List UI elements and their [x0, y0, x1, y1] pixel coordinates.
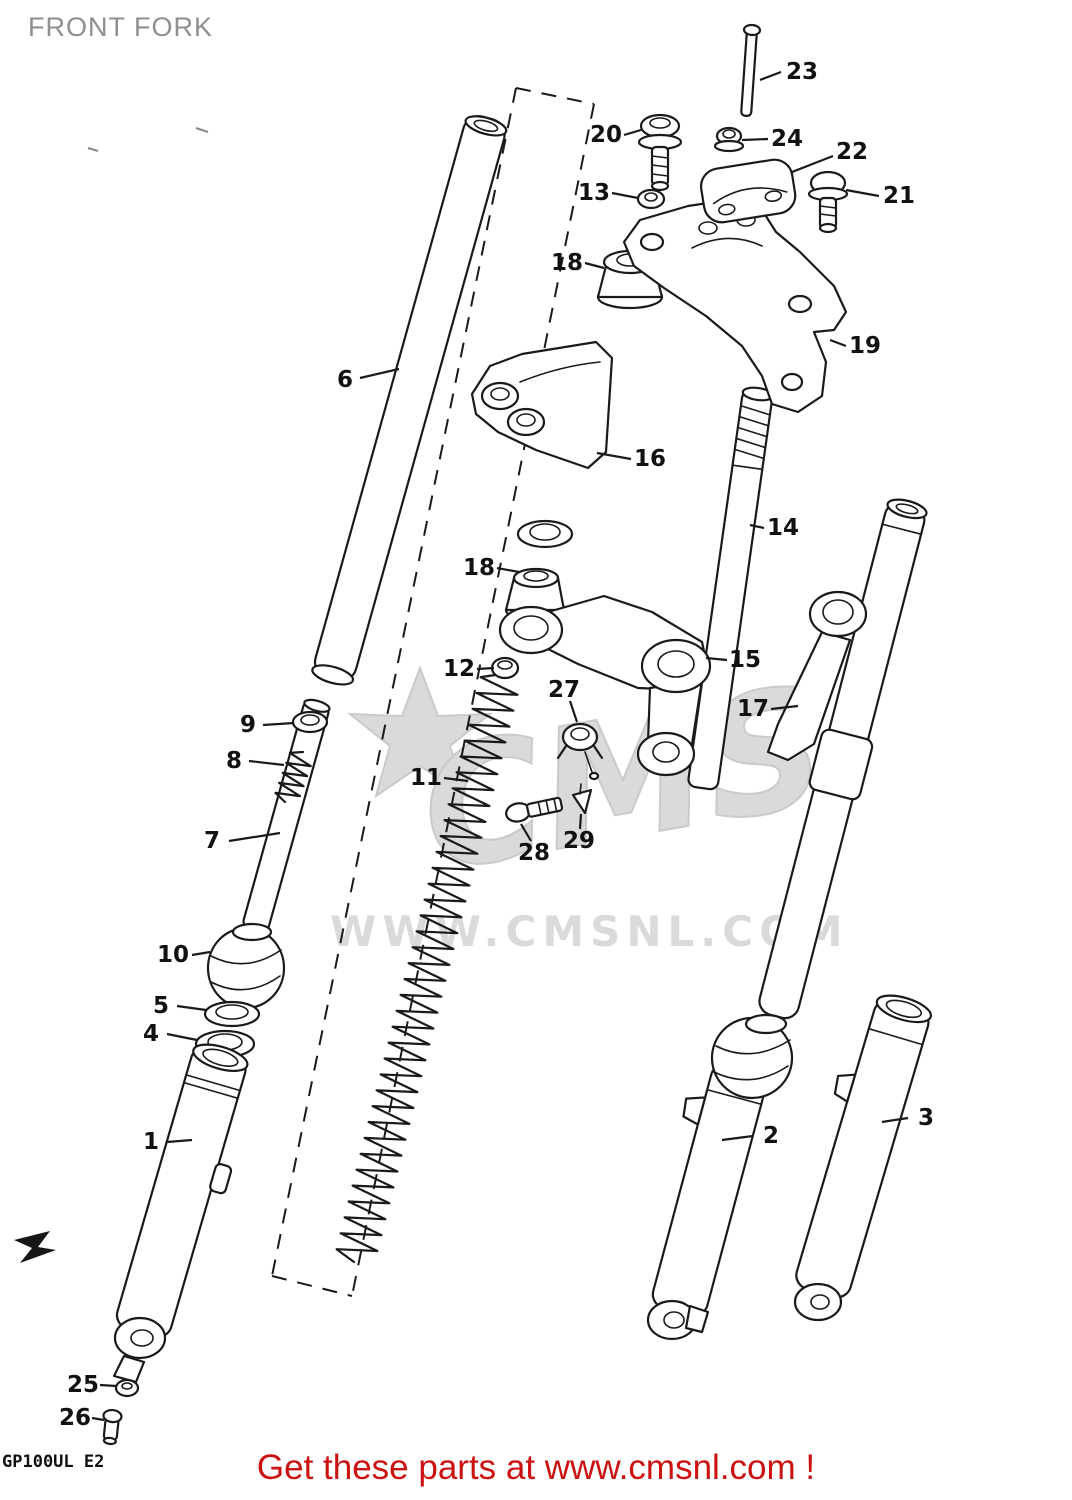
part-label-14-10: 14	[766, 515, 800, 541]
leader-line-22	[791, 154, 834, 174]
leader-line-10	[191, 950, 211, 957]
part-24-nut	[713, 126, 745, 153]
part-6-inner-tube	[311, 115, 508, 686]
page-title: FRONT FORK	[28, 12, 213, 42]
leader-line-7	[228, 831, 281, 843]
footer-link[interactable]: Get these parts at www.cmsnl.com !	[256, 1448, 816, 1487]
leader-line-8	[248, 759, 285, 767]
leader-line-12	[476, 666, 495, 671]
part-29-clip	[571, 783, 593, 815]
part-label-18-11: 18	[462, 555, 496, 581]
leader-line-20	[623, 128, 642, 137]
part-label-25-28: 25	[66, 1372, 100, 1398]
part-20-bolt	[637, 113, 683, 192]
part-label-5-23: 5	[152, 993, 170, 1019]
model-code: GP100UL E2	[2, 1452, 105, 1472]
part-label-16-9: 16	[633, 446, 667, 472]
part-13-washer	[636, 188, 666, 210]
part-16-headlamp-bracket-left	[470, 340, 614, 470]
leader-line-9	[262, 721, 295, 727]
part-label-8-17: 8	[225, 748, 243, 774]
leader-line-27	[568, 700, 579, 723]
leader-line-21	[845, 188, 880, 198]
part-23-bolt	[740, 23, 762, 117]
leader-line-1	[166, 1138, 193, 1144]
leader-line-6	[359, 367, 400, 380]
leader-line-28	[520, 823, 532, 842]
leader-line-16	[596, 451, 632, 461]
part-label-15-12: 15	[728, 647, 762, 673]
leader-line-24	[741, 137, 769, 142]
part-25-nut	[114, 1378, 140, 1398]
part-28-bolt	[505, 796, 564, 823]
part-5-stopper-ring	[203, 1000, 261, 1028]
part-label-29-21: 29	[562, 828, 596, 854]
part-label-19-7: 19	[848, 333, 882, 359]
leader-line-14	[749, 523, 765, 530]
part-label-28-20: 28	[517, 840, 551, 866]
part-19-upper-bracket	[622, 198, 848, 414]
leader-line-13	[611, 191, 639, 200]
part-label-23-0: 23	[785, 59, 819, 85]
part-18-bearing-lower	[504, 519, 574, 622]
part-9-ring	[291, 710, 329, 734]
part-label-10-22: 10	[156, 942, 190, 968]
leader-line-18	[496, 566, 520, 574]
leader-line-17	[770, 704, 799, 711]
part-14-steering-stem	[687, 386, 774, 791]
edge-glyph	[14, 1231, 56, 1263]
leader-line-25	[99, 1383, 117, 1388]
part-3-outer-tube	[793, 994, 932, 1322]
part-label-9-16: 9	[239, 712, 257, 738]
watermark-star	[347, 665, 493, 799]
part-label-22-3: 22	[835, 139, 869, 165]
leader-line-5	[176, 1004, 207, 1012]
part-label-13-4: 13	[577, 180, 611, 206]
leader-line-11	[443, 776, 469, 783]
leader-line-3	[881, 1116, 909, 1124]
part-label-1-25: 1	[142, 1129, 160, 1155]
part-label-27-14: 27	[547, 677, 581, 703]
part-15-lower-bracket	[498, 594, 712, 777]
part-10-dust-boot	[206, 922, 286, 1010]
assembly-outline	[271, 87, 595, 1297]
part-26-bolt	[102, 1408, 123, 1446]
part-21-bolt	[807, 170, 849, 234]
part-label-12-13: 12	[442, 656, 476, 682]
part-label-17-15: 17	[736, 696, 770, 722]
part-label-26-29: 26	[58, 1405, 92, 1431]
leader-line-18	[584, 261, 605, 270]
leader-line-2	[721, 1134, 754, 1142]
part-label-4-24: 4	[142, 1021, 160, 1047]
part-label-3-27: 3	[917, 1105, 935, 1131]
leader-line-26	[91, 1416, 105, 1422]
part-label-20-1: 20	[589, 122, 623, 148]
leader-line-29	[578, 813, 583, 830]
part-11-spring	[335, 672, 519, 1264]
leader-line-4	[166, 1032, 198, 1042]
leader-line-15	[705, 656, 728, 662]
part-17-headlamp-bracket-right	[766, 590, 868, 762]
part-label-2-26: 2	[762, 1123, 780, 1149]
part-27-clamp	[556, 722, 604, 781]
misc-marks	[14, 127, 209, 1263]
part-22-handle-holder	[699, 158, 797, 224]
leader-line-19	[829, 338, 847, 348]
part-label-21-5: 21	[882, 183, 916, 209]
part-label-11-18: 11	[409, 765, 443, 791]
part-label-18-6: 18	[550, 250, 584, 276]
part-label-24-2: 24	[770, 126, 804, 152]
leader-line-23	[759, 70, 782, 82]
part-8-spring-seat	[274, 750, 312, 804]
part-label-7-19: 7	[203, 828, 221, 854]
part-label-6-8: 6	[336, 367, 354, 393]
part-2-outer-tube	[646, 1013, 794, 1341]
